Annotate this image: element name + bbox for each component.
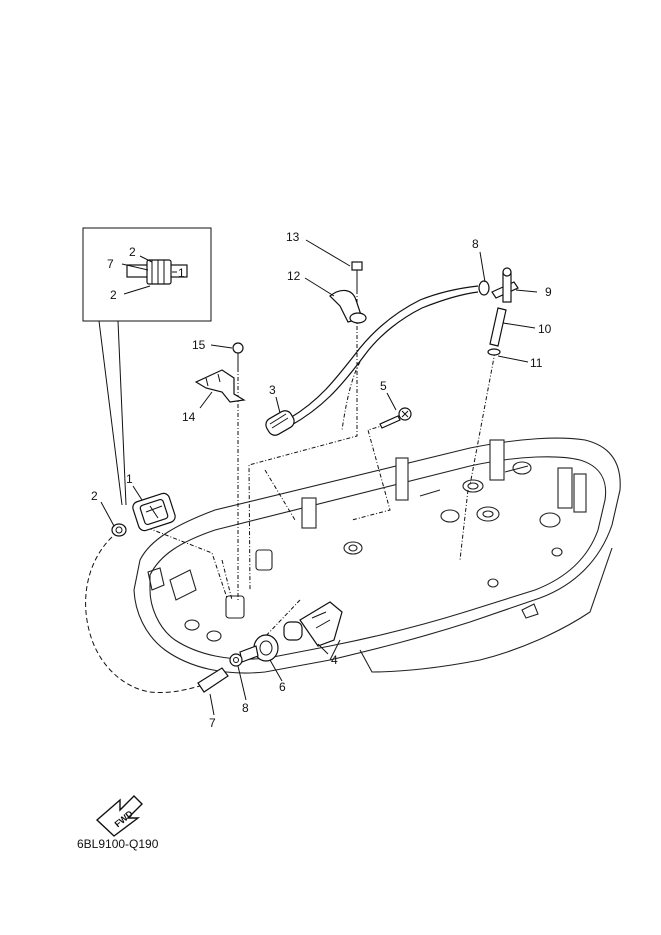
callout-13: 13 <box>286 230 300 244</box>
callout-15: 15 <box>192 338 206 352</box>
callout-12: 12 <box>287 269 301 283</box>
inset-label-2-top: 2 <box>129 245 136 259</box>
callout-5: 5 <box>380 379 387 393</box>
bottom-cowling <box>133 437 621 674</box>
part-7-hose <box>197 667 229 693</box>
callout-3: 3 <box>269 383 276 397</box>
part-15-screw <box>232 342 244 372</box>
callout-8-bottom: 8 <box>242 701 249 715</box>
part-12-bracket <box>329 289 367 324</box>
part-3-grommet <box>265 410 295 436</box>
leader-lines <box>100 239 538 716</box>
callout-2: 2 <box>91 489 98 503</box>
part-11-washer <box>487 348 501 356</box>
part-14-holder <box>194 369 246 403</box>
part-10-hose <box>489 307 507 347</box>
part-8-clamp-lower <box>229 653 243 667</box>
forward-arrow-icon: FWD <box>95 795 143 837</box>
callout-11: 11 <box>530 356 543 370</box>
callout-8-top: 8 <box>472 237 479 251</box>
part-5-screw <box>379 407 412 429</box>
part-8-clamp-upper <box>478 280 490 296</box>
callout-6: 6 <box>279 680 286 694</box>
hose-lines <box>85 272 496 693</box>
part-4-plug <box>283 601 343 647</box>
callout-9: 9 <box>545 285 552 299</box>
callout-14: 14 <box>182 410 196 424</box>
inset-label-7: 7 <box>107 257 114 271</box>
detail-inset: 2 7 2 1 <box>82 227 212 506</box>
part-9-joint <box>491 267 519 303</box>
part-13-bolt <box>351 261 363 290</box>
callout-10: 10 <box>538 322 552 336</box>
inset-label-2-bottom: 2 <box>110 288 117 302</box>
part-2-clip <box>111 523 127 537</box>
diagram-code: 6BL9100-Q190 <box>77 837 159 851</box>
callout-1: 1 <box>126 472 133 486</box>
callout-7: 7 <box>209 716 216 730</box>
part-1-grommet <box>132 492 176 532</box>
inset-label-1: 1 <box>178 266 185 280</box>
callout-4: 4 <box>331 653 338 667</box>
callout-numbers: 13 12 8 9 10 11 15 5 3 14 1 2 4 6 8 7 <box>91 230 552 730</box>
